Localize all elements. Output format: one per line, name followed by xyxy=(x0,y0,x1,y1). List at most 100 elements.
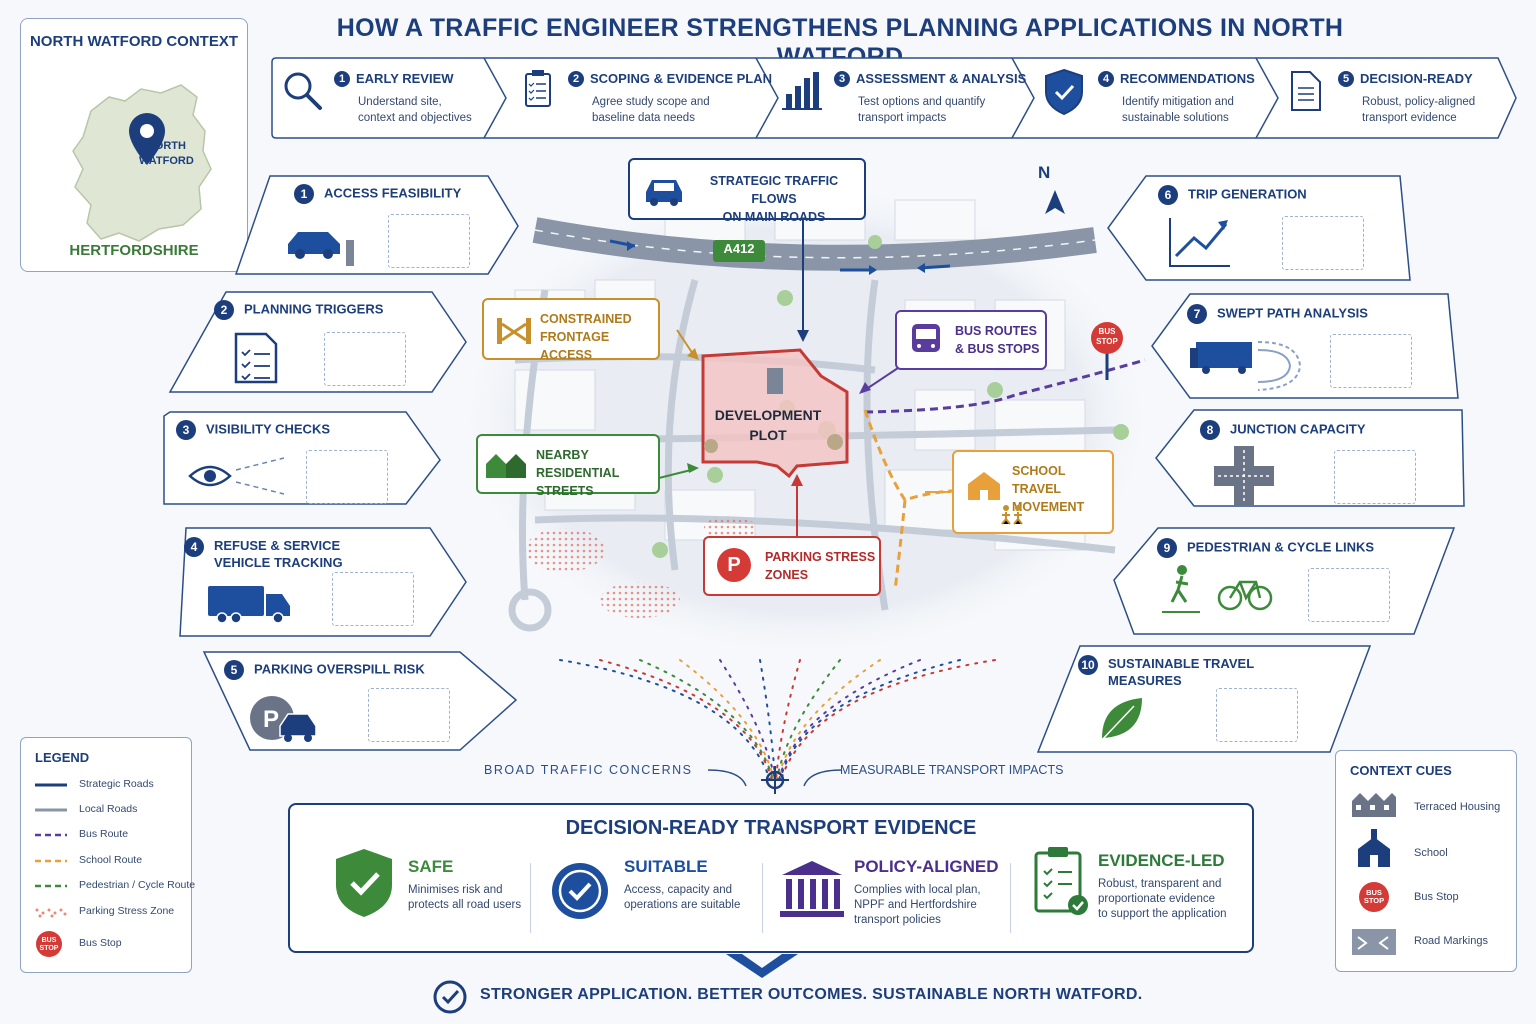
divider xyxy=(762,863,763,933)
development-plot-boundary xyxy=(701,348,849,479)
hertfordshire-label: HERTFORDSHIRE xyxy=(69,242,199,259)
evidence-policy-aligned: POLICY-ALIGNED Complies with local plan,… xyxy=(854,857,999,926)
evidence-heading: DECISION-READY TRANSPORT EVIDENCE xyxy=(565,817,977,839)
bus-stop-sign-label: BUS STOP xyxy=(1096,327,1118,346)
terraced-housing-icon xyxy=(1352,793,1396,817)
eye-icon xyxy=(188,457,285,495)
footer-tagline: STRONGER APPLICATION. BETTER OUTCOMES. S… xyxy=(480,986,1143,1003)
context-cues-heading: CONTEXT CUES xyxy=(1350,763,1452,778)
placeholder-box xyxy=(1330,334,1412,388)
svg-text:P: P xyxy=(263,706,279,733)
check-circle-icon xyxy=(433,980,467,1014)
trend-chart-icon xyxy=(1169,218,1230,267)
shield-check-icon xyxy=(1045,68,1083,116)
placeholder-box xyxy=(388,214,470,268)
callout-nearby-residential: NEARBY RESIDENTIAL STREETS xyxy=(476,434,660,498)
target-icon xyxy=(761,766,789,794)
a412-road-label: A412 xyxy=(723,241,755,256)
parking-car-icon: P xyxy=(250,696,317,742)
government-building-icon xyxy=(780,861,844,917)
callout-bus-routes: BUS ROUTES & BUS STOPS xyxy=(895,310,1047,370)
callout-constrained-frontage: CONSTRAINED FRONTAGE ACCESS xyxy=(482,298,660,362)
placeholder-box xyxy=(368,688,450,742)
cue-label: Bus Stop xyxy=(1414,891,1459,903)
development-plot-label: DEVELOPMENT PLOT xyxy=(714,407,822,443)
bus-icon xyxy=(912,324,940,352)
check-circle-icon xyxy=(552,863,608,919)
divider xyxy=(530,863,531,933)
placeholder-box xyxy=(306,450,388,504)
leaf-icon xyxy=(1099,698,1142,743)
houses-icon xyxy=(486,454,526,478)
placeholder-box xyxy=(1308,568,1390,622)
school-icon xyxy=(968,472,1000,500)
traffic-arrow-icon xyxy=(609,239,951,275)
hertfordshire-map-icon xyxy=(72,84,212,242)
placeholder-box xyxy=(1216,688,1298,742)
bus-stop-icon xyxy=(1091,322,1123,380)
left-cards-frame: P xyxy=(163,175,519,751)
divider xyxy=(1010,863,1011,933)
document-icon xyxy=(1291,71,1321,111)
chevron-down-icon xyxy=(726,954,798,978)
callout-school-travel: SCHOOL TRAVEL MOVEMENT xyxy=(952,450,1114,534)
placeholder-box xyxy=(1282,216,1364,270)
placeholder-box xyxy=(1334,450,1416,504)
card-pedestrian-cycle xyxy=(1113,527,1456,635)
truck-icon xyxy=(208,586,290,624)
legend-heading: LEGEND xyxy=(35,750,90,765)
decision-ready-evidence-panel: DECISION-READY TRANSPORT EVIDENCE xyxy=(288,803,1254,953)
card-visibility-checks xyxy=(163,411,441,505)
placeholder-box xyxy=(332,572,414,626)
context-heading: NORTH WATFORD CONTEXT xyxy=(29,33,239,50)
broad-traffic-concerns-label: BROAD TRAFFIC CONCERNS xyxy=(484,763,693,777)
right-cards-frame xyxy=(1036,175,1465,753)
measurable-transport-impacts-label: MEASURABLE TRANSPORT IMPACTS xyxy=(840,763,1064,777)
card-trip-generation xyxy=(1107,175,1411,281)
cue-label: Road Markings xyxy=(1414,935,1488,947)
bar-chart-icon xyxy=(782,72,822,110)
north-watford-context-panel: NORTH WATFORD CONTEXT NORTH WATFORD HERT… xyxy=(20,18,248,272)
car-icon xyxy=(646,180,682,206)
context-cue-icons xyxy=(1352,793,1396,955)
north-label: N xyxy=(1038,163,1051,182)
car-icon xyxy=(288,232,354,266)
north-watford-label: NORTH WATFORD xyxy=(139,140,194,167)
cue-label: Terraced Housing xyxy=(1414,801,1501,813)
page-title: HOW A TRAFFIC ENGINEER STRENGTHENS PLANN… xyxy=(336,14,1344,71)
callout-strategic-traffic-flows: STRATEGIC TRAFFIC FLOWS ON MAIN ROADS xyxy=(628,158,866,224)
junction-icon xyxy=(1214,446,1274,506)
pedestrians-icon xyxy=(1001,505,1023,525)
clipboard-check-icon xyxy=(1034,847,1088,915)
building-icon xyxy=(767,368,783,394)
placeholder-box xyxy=(324,332,406,386)
clipboard-icon xyxy=(525,70,551,107)
truck-swept-path-icon xyxy=(1190,341,1302,391)
pedestrian-cycle-icon xyxy=(1162,565,1273,613)
card-swept-path xyxy=(1151,293,1459,399)
shield-check-icon xyxy=(336,849,392,917)
checklist-icon xyxy=(234,332,278,384)
gate-icon xyxy=(497,318,531,344)
magnifier-icon xyxy=(284,72,322,110)
